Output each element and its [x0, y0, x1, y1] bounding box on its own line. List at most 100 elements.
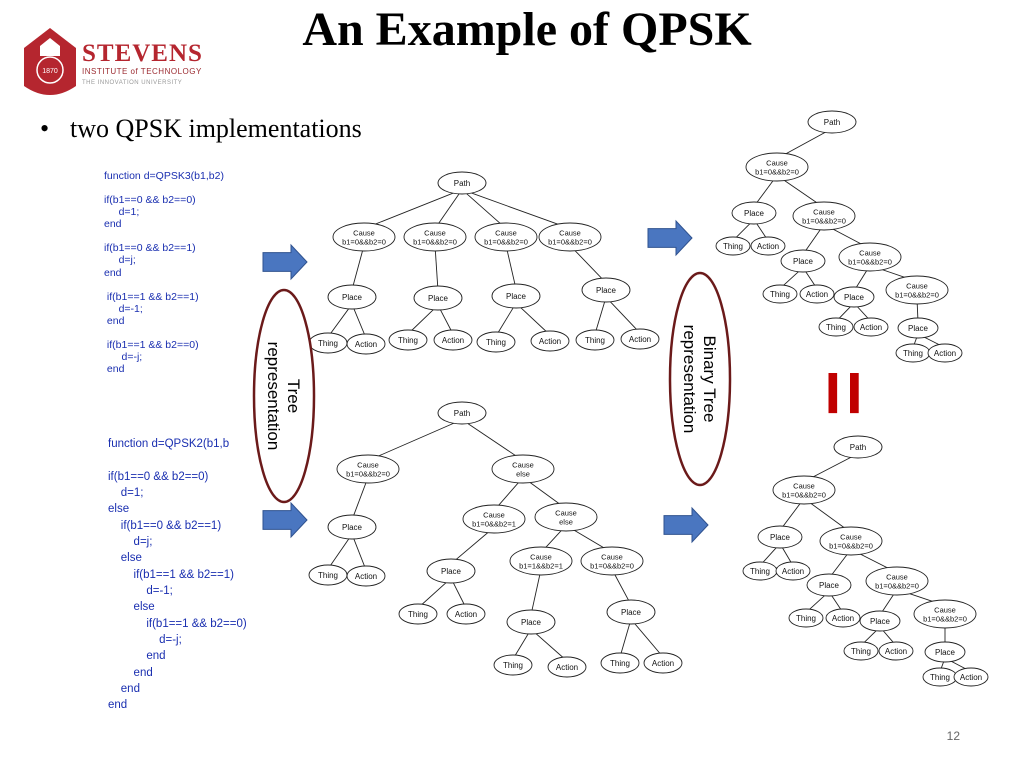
node-label: Thing: [585, 336, 605, 345]
node-label: Thing: [903, 349, 923, 358]
btree1-node-action: Action: [750, 236, 786, 256]
node-label: Cause: [934, 606, 956, 615]
tree1-edge: [461, 189, 571, 230]
btree1-node-place: Place: [731, 201, 777, 225]
tree1-node-action: Action: [530, 330, 570, 352]
node-label: Place: [506, 292, 527, 301]
node-condition: b1=0&&b2=0: [923, 615, 967, 624]
btree1-node-place: Place: [780, 249, 826, 273]
tree-representation-label: Treerepresentation: [252, 288, 316, 504]
node-label: Place: [621, 608, 642, 617]
btree2-edge: [803, 498, 852, 533]
tree2-node-thing: Thing: [398, 603, 438, 625]
node-condition: b1=0&&b2=0: [413, 238, 457, 247]
node-label: Thing: [723, 242, 743, 251]
btree1-node-thing: Thing: [762, 284, 798, 304]
tree1-edge: [351, 245, 365, 290]
node-label: Cause: [793, 482, 815, 491]
tree1-node-place: Place: [581, 277, 631, 303]
tree2-edge: [327, 533, 353, 570]
btree2-node-thing: Thing: [742, 561, 778, 581]
node-label: Cause: [906, 282, 928, 291]
tree2-node-place: Place: [606, 599, 656, 625]
node-label: Place: [342, 293, 363, 302]
node-label: Thing: [408, 610, 428, 619]
node-label: Action: [757, 242, 779, 251]
node-condition: b1=0&&b2=1: [472, 520, 516, 529]
tree1-edge: [515, 302, 551, 336]
node-label: Thing: [318, 571, 338, 580]
node-label: Thing: [398, 336, 418, 345]
btree2-node-thing: Thing: [922, 667, 958, 687]
tree1-edge: [434, 189, 463, 229]
tree1-edge: [505, 245, 517, 289]
tree2-node-place: Place: [426, 558, 476, 584]
node-label: Action: [442, 336, 464, 345]
tree2-node-thing: Thing: [308, 564, 348, 586]
tree2-edge: [530, 628, 568, 662]
tree2-node-action: Action: [346, 565, 386, 587]
node-label: Action: [629, 335, 651, 344]
node-condition: b1=1&&b2=1: [519, 562, 563, 571]
node-label: Place: [844, 293, 865, 302]
node-label: Cause: [424, 229, 446, 238]
tree2-edge: [530, 569, 542, 615]
node-label: Cause: [357, 461, 379, 470]
btree2-node-thing: Thing: [788, 608, 824, 628]
node-condition: else: [516, 470, 530, 479]
node-label: Thing: [930, 673, 950, 682]
node-label: Action: [455, 610, 477, 619]
node-label: Place: [793, 257, 814, 266]
btree2-node-thing: Thing: [843, 641, 879, 661]
node-label: Thing: [750, 567, 770, 576]
node-label: Action: [885, 647, 907, 656]
node-label: Place: [428, 294, 449, 303]
node-condition: b1=0&&b2=0: [484, 238, 528, 247]
node-condition: b1=0&&b2=0: [848, 258, 892, 267]
node-label: Cause: [813, 208, 835, 217]
tree2-node-place: Place: [327, 514, 377, 540]
tree1-edge: [351, 304, 367, 339]
node-label: Cause: [840, 533, 862, 542]
arrow-right-icon: [262, 501, 308, 539]
node-label: Path: [454, 409, 470, 418]
node-label: Path: [824, 118, 840, 127]
tree1-node-place: Place: [327, 284, 377, 310]
node-label: Thing: [851, 647, 871, 656]
code-qpsk2: function d=QPSK2(b1,b if(b1==0 && b2==0)…: [108, 438, 247, 712]
tree2-node-action: Action: [547, 656, 587, 678]
node-label: Thing: [610, 659, 630, 668]
btree2-node-place: Place: [806, 573, 852, 597]
slide-title: An Example of QPSK: [302, 3, 752, 56]
btree1-node-place: Place: [833, 286, 875, 308]
node-label: Action: [355, 340, 377, 349]
tree1-node-place: Place: [491, 283, 541, 309]
node-label: Action: [860, 323, 882, 332]
binary-tree-representation-label: Binary Treerepresentation: [668, 271, 732, 487]
node-label: Cause: [766, 159, 788, 168]
rep-label-text: Binary Treerepresentation: [680, 325, 719, 434]
node-condition: b1=0&&b2=0: [782, 491, 826, 500]
node-label: Cause: [495, 229, 517, 238]
tree2-node-action: Action: [446, 603, 486, 625]
arrow-right-icon: [663, 506, 709, 544]
tree1-node-thing: Thing: [388, 329, 428, 351]
node-label: Cause: [555, 509, 577, 518]
node-condition: b1=0&&b2=0: [548, 238, 592, 247]
node-label: Cause: [886, 573, 908, 582]
node-label: Place: [521, 618, 542, 627]
tree2-edge: [417, 577, 452, 609]
tree1-edge: [327, 303, 353, 338]
logo-year: 1870: [42, 68, 58, 75]
node-label: Place: [819, 581, 840, 590]
node-label: Place: [770, 533, 791, 542]
